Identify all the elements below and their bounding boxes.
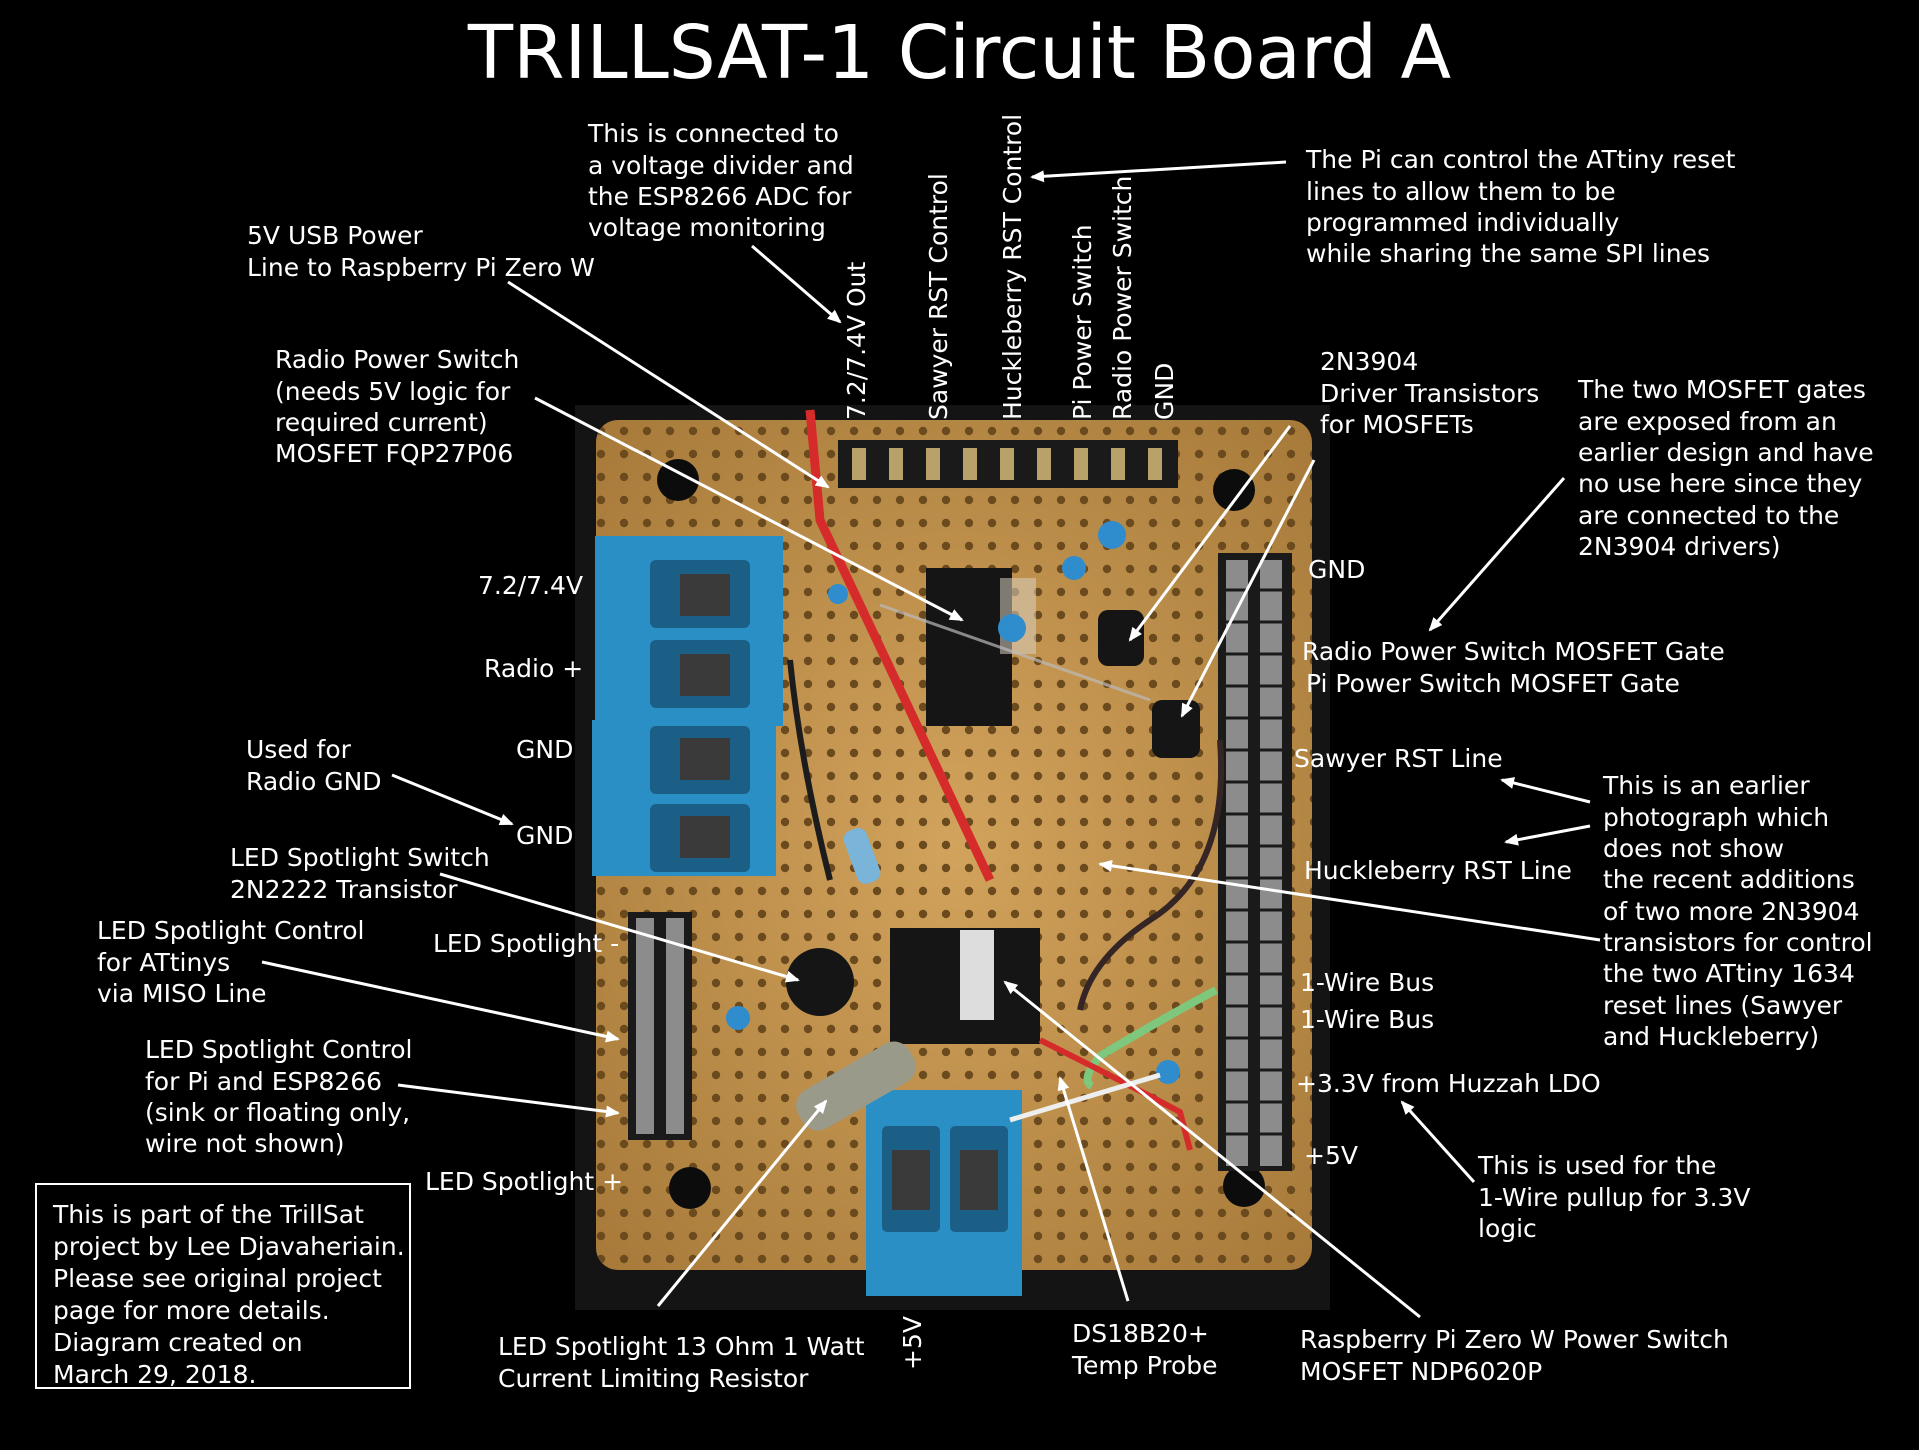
pin-label-sawyer-line: Sawyer RST Line <box>1294 744 1503 773</box>
mount-hole <box>1213 469 1255 511</box>
arrow-radio-switch <box>534 396 964 622</box>
terminal-label-led-minus: LED Spotlight - <box>433 929 620 958</box>
transistor-2n3904-a <box>1098 610 1144 666</box>
transistor-2n2222 <box>786 948 854 1016</box>
arrow-led-pi <box>397 1083 620 1118</box>
arrow-usb-power <box>507 280 830 489</box>
pin-label-5v-right: +5V <box>1304 1141 1358 1170</box>
pin-label-huckleberry-rst: Huckleberry RST Control <box>998 113 1027 420</box>
pin-label-onewire-1: 1-Wire Bus <box>1300 968 1435 997</box>
terminal-label-5v-bottom: +5V <box>898 1316 927 1370</box>
terminal-label-gnd-1: GND <box>516 735 574 764</box>
terminal-label-gnd-2: GND <box>516 821 574 850</box>
mount-hole <box>669 1167 711 1209</box>
arrow-pi-switch <box>1003 980 1421 1319</box>
credit-box: This is part of the TrillSat project by … <box>35 1183 411 1389</box>
arrow-driver-b <box>1180 459 1316 718</box>
pin-label-3v3: +3.3V from Huzzah LDO <box>1296 1069 1601 1098</box>
terminal-label-led-plus: LED Spotlight + <box>425 1167 624 1196</box>
transistor-2n3904-b <box>1152 700 1200 758</box>
pin-label-sawyer-rst: Sawyer RST Control <box>924 173 953 420</box>
arrow-temp-probe <box>1057 1076 1130 1302</box>
arrow-led-attiny <box>261 960 620 1043</box>
arrow-resistor <box>656 1099 828 1307</box>
pin-label-pi-power: Pi Power Switch <box>1068 224 1097 420</box>
mount-hole <box>657 459 699 501</box>
pin-label-pi-gate: Pi Power Switch MOSFET Gate <box>1306 669 1680 698</box>
terminal-label-7v: 7.2/7.4V <box>478 571 584 600</box>
arrow-earlier-sawyer <box>1500 777 1591 804</box>
arrow-radio-gnd <box>391 773 514 826</box>
pin-label-7v-out: 7.2/7.4V Out <box>842 261 871 420</box>
diagram-title: TRILLSAT-1 Circuit Board A <box>467 10 1452 96</box>
arrow-pi-reset <box>1030 160 1287 183</box>
terminal-label-radio-plus: Radio + <box>484 654 584 683</box>
arrow-earlier-huckle <box>1504 824 1591 846</box>
pin-label-huckleberry-line: Huckleberry RST Line <box>1304 856 1572 885</box>
mount-hole <box>1223 1165 1265 1207</box>
arrow-led-switch <box>439 872 800 983</box>
arrow-earlier-board <box>1098 859 1601 942</box>
pin-label-radio-gate: Radio Power Switch MOSFET Gate <box>1302 637 1725 666</box>
arrow-pullup <box>1400 1100 1476 1184</box>
arrow-driver-a <box>1128 425 1292 642</box>
pin-label-gnd-top: GND <box>1150 362 1179 420</box>
pin-label-onewire-2: 1-Wire Bus <box>1300 1005 1435 1034</box>
arrow-mosfet-gates <box>1428 477 1566 632</box>
pin-label-gnd-right: GND <box>1308 555 1366 584</box>
pin-label-radio-power: Radio Power Switch <box>1108 175 1137 420</box>
arrow-voltage-divider <box>751 244 842 324</box>
